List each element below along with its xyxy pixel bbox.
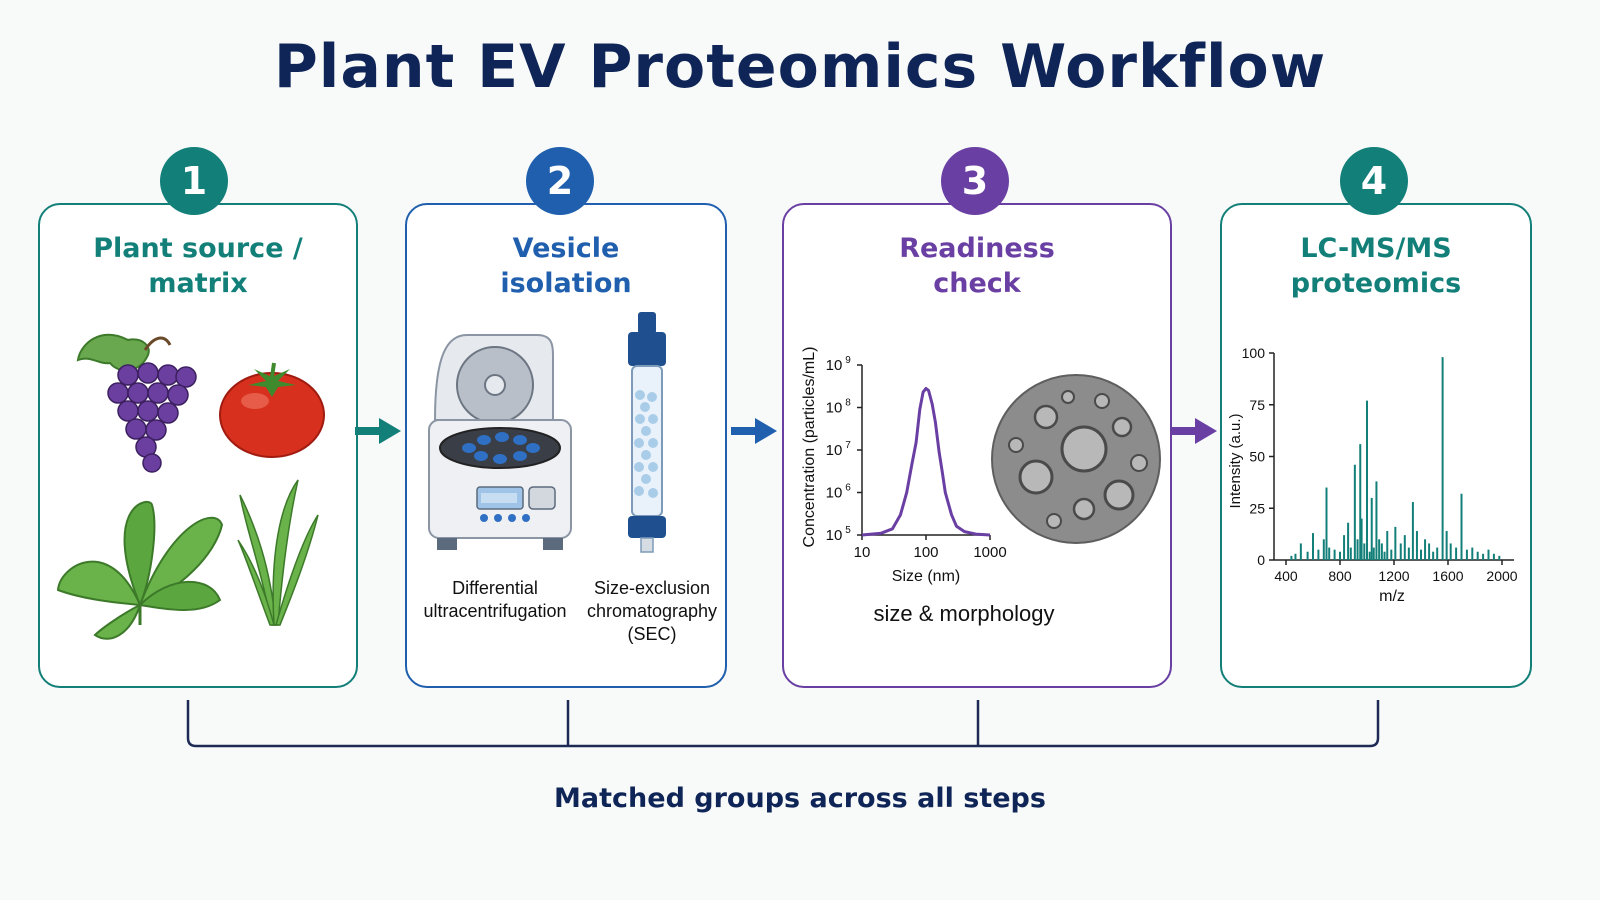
step-4-number: 4 <box>1360 159 1388 203</box>
step-4-heading: LC-MS/MS proteomics <box>1222 231 1530 301</box>
step-1-heading: Plant source / matrix <box>40 231 356 301</box>
nta-y-tick-label: 10 <box>826 485 843 502</box>
nta-y-tick-exponent: 9 <box>845 355 851 366</box>
step-2-number: 2 <box>546 159 574 203</box>
method-sec: Size-exclusion chromatography (SEC) <box>577 577 727 646</box>
step-3-badge: 3 <box>941 147 1009 215</box>
step-1-number: 1 <box>180 159 208 203</box>
nta-xlabel: Size (nm) <box>892 568 960 585</box>
nta-x-tick-label: 10 <box>854 544 871 561</box>
matched-groups-footer: Matched groups across all steps <box>554 783 1046 814</box>
step-2-heading-line2: isolation <box>500 268 632 299</box>
grass-icon <box>237 479 319 626</box>
nta-y-tick-exponent: 5 <box>845 525 851 536</box>
step-1-heading-line1: Plant source / <box>93 233 303 264</box>
arrow-2-to-3 <box>731 418 777 444</box>
step-2-heading-line1: Vesicle <box>512 233 620 264</box>
ms-y-tick-label: 75 <box>1249 397 1265 413</box>
plant-illustrations <box>56 333 325 640</box>
nta-y-tick-label: 10 <box>826 400 843 417</box>
step-3-heading: Readiness check <box>784 231 1170 301</box>
nta-y-tick-exponent: 6 <box>845 483 851 494</box>
nta-size-distribution-line <box>861 387 991 537</box>
nta-y-tick-label: 10 <box>826 357 843 374</box>
step-1-card: Plant source / matrix <box>38 203 358 688</box>
step-4-heading-line1: LC-MS/MS <box>1300 233 1452 264</box>
nta-ylabel: Concentration (particles/mL) <box>801 347 818 548</box>
tem-micrograph-icon <box>991 374 1161 544</box>
step-2-card: Vesicle isolation <box>405 203 727 688</box>
step-3-number: 3 <box>961 159 989 203</box>
method-2-line2: chromatography <box>586 601 718 621</box>
nta-y-tick-exponent: 8 <box>845 398 851 409</box>
tomato-icon <box>219 362 325 458</box>
ms-x-tick-label: 1200 <box>1378 568 1409 584</box>
ms-x-tick-label: 800 <box>1328 568 1352 584</box>
nta-x-tick-label: 1000 <box>973 544 1006 561</box>
ms-x-tick-label: 2000 <box>1486 568 1517 584</box>
step-4-heading-line2: proteomics <box>1290 268 1462 299</box>
step-1-heading-line2: matrix <box>148 268 248 299</box>
ms-x-tick-label: 1600 <box>1432 568 1463 584</box>
ms-x-tick-label: 400 <box>1274 568 1298 584</box>
ms-ylabel: Intensity (a.u.) <box>1227 413 1244 508</box>
step-4-badge: 4 <box>1340 147 1408 215</box>
readiness-caption: size & morphology <box>873 601 1055 626</box>
ms-plot-area: 400 800 1200 1600 2000 0 25 50 75 100 <box>1242 345 1518 584</box>
centrifuge-icon <box>428 334 572 550</box>
basil-leaves-icon <box>56 501 224 640</box>
method-2-line1: Size-exclusion <box>593 578 711 598</box>
ms-xlabel: m/z <box>1379 588 1405 605</box>
method-1-line1: Differential <box>452 578 538 598</box>
ms-y-tick-label: 25 <box>1249 500 1265 516</box>
ms-y-tick-label: 100 <box>1242 345 1266 361</box>
arrow-3-to-4 <box>1171 418 1217 444</box>
ms-y-tick-label: 50 <box>1249 449 1265 465</box>
page-title: Plant EV Proteomics Workflow <box>273 32 1327 102</box>
step-1-badge: 1 <box>160 147 228 215</box>
arrow-1-to-2 <box>355 418 401 444</box>
ms-spectrum-chart: 400 800 1200 1600 2000 0 25 50 75 100 Intensity (… <box>1227 345 1518 605</box>
step-2-heading: Vesicle isolation <box>407 231 725 301</box>
step-3-heading-line1: Readiness <box>899 233 1055 264</box>
method-2-line3: (SEC) <box>627 624 677 644</box>
nta-x-tick-label: 100 <box>913 544 938 561</box>
step-4-card: LC-MS/MS proteomics 400 800 1200 1600 2000 0 2… <box>1220 203 1532 688</box>
method-ultracentrifugation: Differential ultracentrifugation <box>412 577 578 623</box>
nta-y-tick-label: 10 <box>826 442 843 459</box>
step-2-badge: 2 <box>526 147 594 215</box>
isolation-illustrations <box>428 312 666 553</box>
ms-y-tick-label: 0 <box>1257 552 1265 568</box>
method-1-line2: ultracentrifugation <box>423 601 567 621</box>
nta-y-tick-label: 10 <box>826 527 843 544</box>
grapes-icon <box>76 333 197 473</box>
sec-column-icon <box>628 312 666 553</box>
nta-y-tick-exponent: 7 <box>845 440 851 451</box>
step-3-heading-line2: check <box>933 268 1021 299</box>
